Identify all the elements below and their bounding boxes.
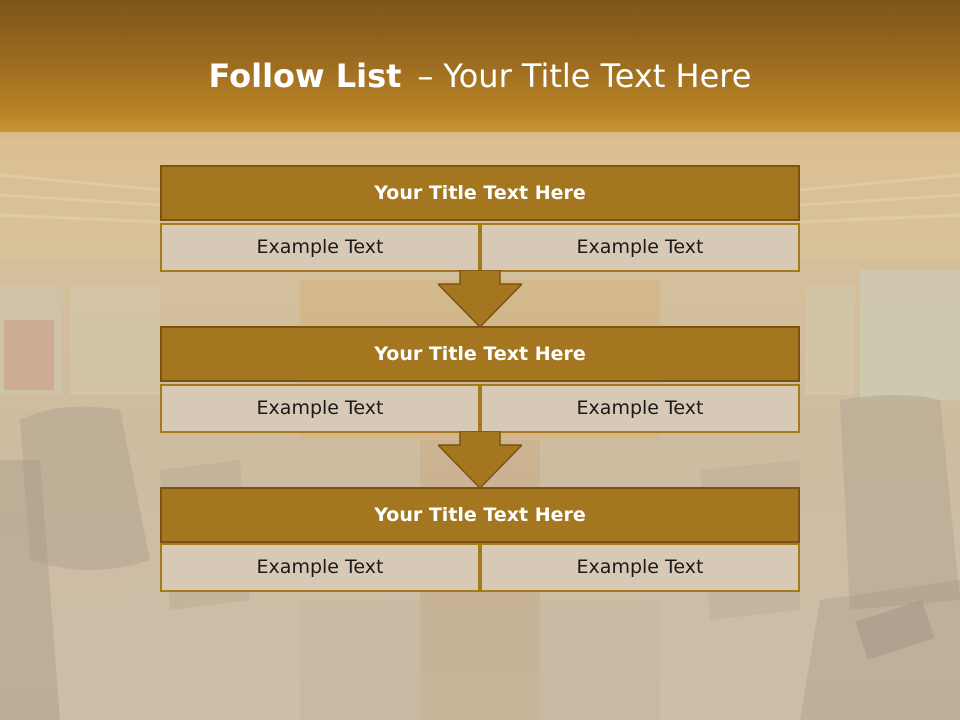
- slide-title: Follow List–Your Title Text Here: [0, 52, 960, 100]
- list-block-title: Your Title Text Here: [160, 165, 800, 221]
- title-band: [0, 0, 960, 132]
- list-block-left-text: Example Text: [160, 223, 480, 272]
- slide-title-separator: –: [417, 57, 434, 95]
- list-block-title: Your Title Text Here: [160, 326, 800, 382]
- slide-title-rest: Your Title Text Here: [443, 57, 752, 95]
- list-block-left-text: Example Text: [160, 384, 480, 433]
- down-arrow-icon: [438, 431, 522, 489]
- list-block-1: Your Title Text Here Example Text Exampl…: [160, 165, 800, 272]
- list-block-left-text: Example Text: [160, 543, 480, 592]
- list-block-3: Your Title Text Here Example Text Exampl…: [160, 487, 800, 592]
- list-block-right-text: Example Text: [480, 543, 800, 592]
- down-arrow-icon: [438, 270, 522, 328]
- list-block-right-text: Example Text: [480, 384, 800, 433]
- list-block-title: Your Title Text Here: [160, 487, 800, 543]
- list-block-2: Your Title Text Here Example Text Exampl…: [160, 326, 800, 433]
- slide-title-bold: Follow List: [208, 57, 402, 95]
- list-block-right-text: Example Text: [480, 223, 800, 272]
